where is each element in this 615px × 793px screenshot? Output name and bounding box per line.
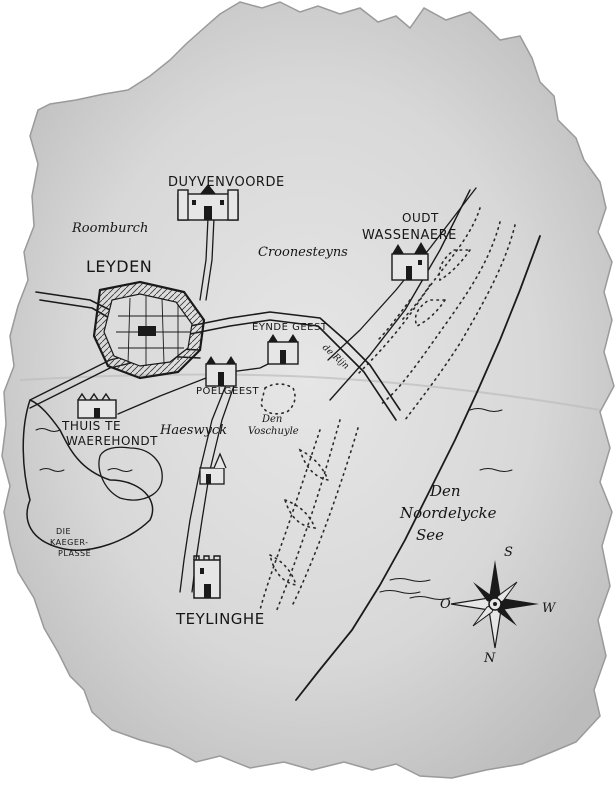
label-duyvenvoorde: DUYVENVOORDE	[168, 175, 285, 190]
coastline-inner	[329, 189, 471, 401]
dunes	[259, 207, 516, 613]
label-den-voschuyle-1: Den	[261, 414, 282, 425]
place-labels: DUYVENVOORDE Roomburch LEYDEN Croonestey…	[50, 175, 497, 628]
label-kaeger-plasse-1: DIE	[56, 527, 71, 536]
castle-icon	[177, 184, 239, 221]
label-kaeger-plasse-3: PLASSE	[58, 549, 91, 558]
castle-icon	[391, 242, 429, 281]
label-huis-te-waerehondt-2: WAEREHONDT	[66, 434, 158, 448]
tower-icon	[193, 555, 221, 599]
coastline	[295, 235, 541, 701]
parchment-sheet	[1, 1, 615, 779]
label-kaeger-plasse-2: KAEGER-	[50, 538, 89, 547]
castle-icon	[205, 356, 237, 387]
label-haeswyck: Haeswyck	[159, 423, 227, 438]
compass-rose-icon	[450, 560, 539, 649]
label-den-noordelycke-see-3: See	[416, 526, 444, 544]
compass-east: O	[440, 597, 451, 612]
compass-labels: S N O W	[440, 545, 557, 666]
label-leyden: LEYDEN	[86, 257, 152, 276]
compass-south: S	[504, 545, 513, 560]
castle-icon	[267, 334, 299, 365]
compass-north: N	[483, 651, 496, 666]
label-teylinghe: TEYLINGHE	[175, 610, 265, 628]
sea-waves	[379, 408, 513, 600]
label-roomburch: Roomburch	[71, 221, 148, 236]
church-icon	[199, 452, 227, 485]
walled-city-icon	[92, 280, 206, 380]
kaeger-plasse-lake	[22, 399, 163, 551]
label-den-noordelycke-see-2: Noordelycke	[399, 504, 497, 522]
label-oudt-wassenaere-1: OUDT	[402, 211, 439, 225]
compass-west: W	[542, 601, 557, 616]
label-eynde-geest: EYNDE GEEST	[252, 322, 328, 333]
fold-crease	[19, 373, 601, 411]
castle-icon	[77, 392, 117, 419]
label-oudt-wassenaere-2: WASSENAERE	[362, 228, 457, 243]
label-den-voschuyle-2: Voschuyle	[248, 426, 299, 437]
label-croonesteyns: Croonesteyns	[258, 245, 348, 260]
label-den-noordelycke-see-1: Den	[429, 482, 461, 500]
label-poelgeest: POELGEEST	[196, 386, 260, 397]
label-huis-te-waerehondt-1: THUIS TE	[61, 419, 121, 433]
